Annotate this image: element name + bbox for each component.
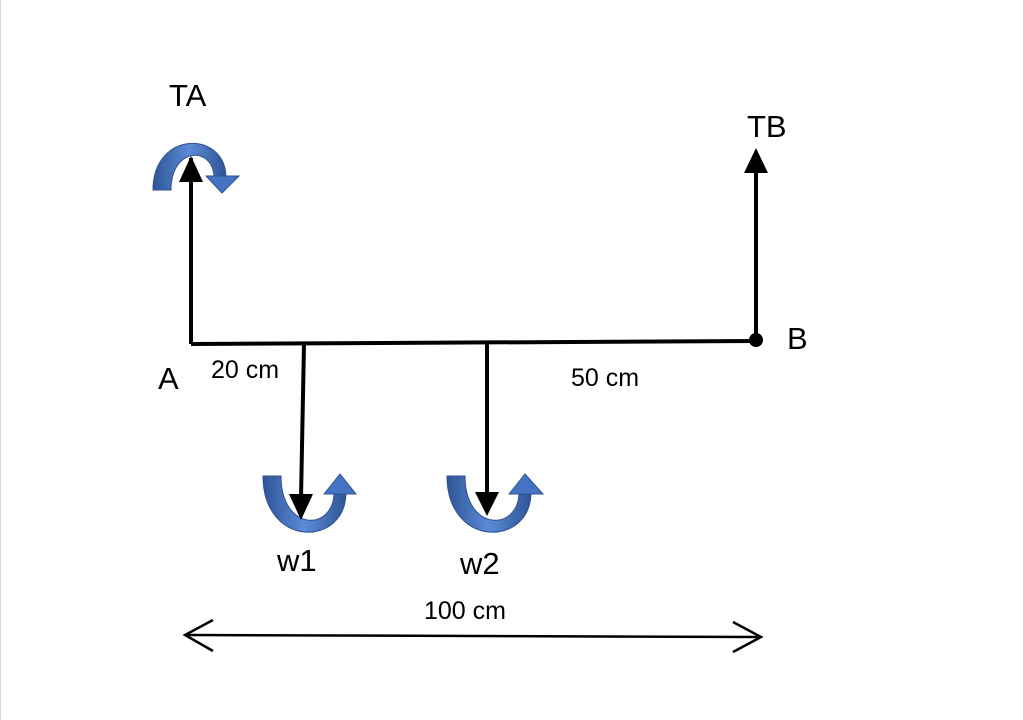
moment-arrow-w2-icon (446, 473, 545, 533)
force-arrowhead-w2 (475, 492, 499, 516)
force-arrowhead-w1 (289, 494, 313, 520)
force-arrow-w1 (299, 343, 306, 499)
force-arrowhead-tb (744, 148, 768, 173)
dimension-arrowhead-left (182, 618, 214, 653)
beam (190, 339, 757, 346)
label-a: A (158, 361, 179, 396)
label-dim-100: 100 cm (424, 597, 506, 625)
dimension-arrowhead-right (732, 620, 764, 654)
label-dim-20: 20 cm (211, 356, 280, 384)
label-b: B (787, 321, 808, 356)
force-arrowhead-ta (179, 156, 203, 182)
dimension-arrow-100 (186, 633, 759, 639)
moment-arrow-a-icon (152, 143, 241, 194)
label-w2: w2 (460, 546, 500, 581)
moment-arrow-w1-icon (262, 473, 358, 533)
label-w1: w1 (277, 543, 317, 578)
label-dim-50: 50 cm (571, 364, 640, 392)
label-ta: TA (169, 78, 207, 113)
label-tb: TB (747, 109, 787, 144)
